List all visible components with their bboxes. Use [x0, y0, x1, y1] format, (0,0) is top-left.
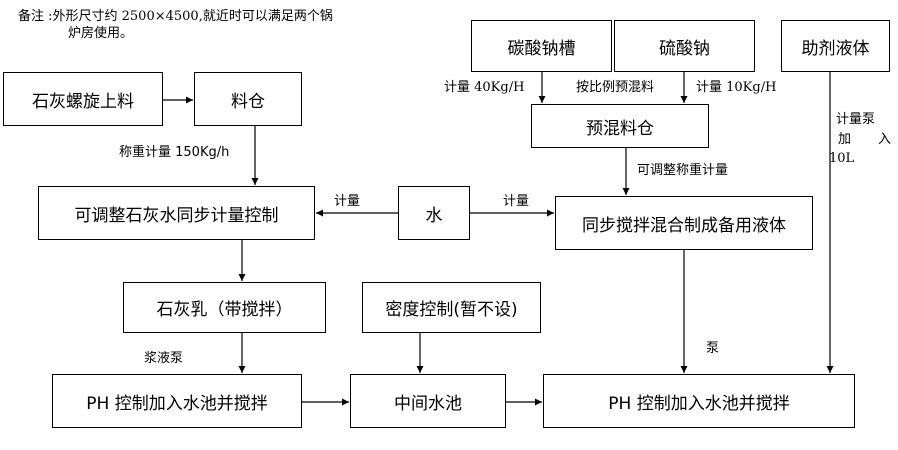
- box-additive-liquid: 助剂液体: [781, 20, 890, 72]
- label-meter-40: 计量 40Kg/H: [444, 80, 525, 95]
- box-sync-mix-standby-liquid: 同步搅拌混合制成备用液体: [555, 196, 813, 250]
- label-add-char-1: 加: [838, 132, 852, 147]
- label-meter-10: 计量 10Kg/H: [696, 80, 777, 95]
- label-adjustable-weigh: 可调整称重计量: [637, 163, 729, 178]
- label-metering-pump: 计量泵: [836, 112, 876, 127]
- box-middle-pool: 中间水池: [350, 374, 506, 428]
- label-meter-right: 计量: [503, 194, 530, 209]
- label-meter-left: 计量: [334, 194, 361, 209]
- box-density-control: 密度控制(暂不设): [362, 282, 541, 333]
- box-lime-milk: 石灰乳（带搅拌）: [123, 282, 326, 333]
- box-silo: 料仓: [194, 72, 302, 126]
- box-water: 水: [398, 186, 470, 240]
- box-ph-control-right: PH 控制加入水池并搅拌: [543, 374, 855, 428]
- label-slurry-pump: 浆液泵: [144, 351, 184, 366]
- label-add-10l: 10L: [829, 151, 855, 166]
- label-premix-ratio: 按比例预混料: [576, 80, 655, 95]
- box-lime-water-sync-control: 可调整石灰水同步计量控制: [38, 186, 315, 240]
- box-ph-control-left: PH 控制加入水池并搅拌: [52, 374, 302, 428]
- box-premix-silo: 预混料仓: [531, 104, 709, 148]
- label-add-char-2: 入: [878, 132, 892, 147]
- box-sodium-sulfate: 硫酸钠: [614, 20, 755, 72]
- label-weigh-150: 称重计量 150Kg/h: [119, 145, 230, 160]
- note-text: 备注 :外形尺寸约 2500×4500,就近时可以满足两个锅 炉房使用。: [18, 8, 333, 42]
- box-lime-screw-feed: 石灰螺旋上料: [3, 72, 163, 126]
- label-pump: 泵: [706, 341, 720, 356]
- box-sodium-carbonate: 碳酸钠槽: [471, 20, 612, 72]
- note-line-2: 炉房使用。: [68, 26, 134, 41]
- note-line-1: 备注 :外形尺寸约 2500×4500,就近时可以满足两个锅: [18, 9, 333, 24]
